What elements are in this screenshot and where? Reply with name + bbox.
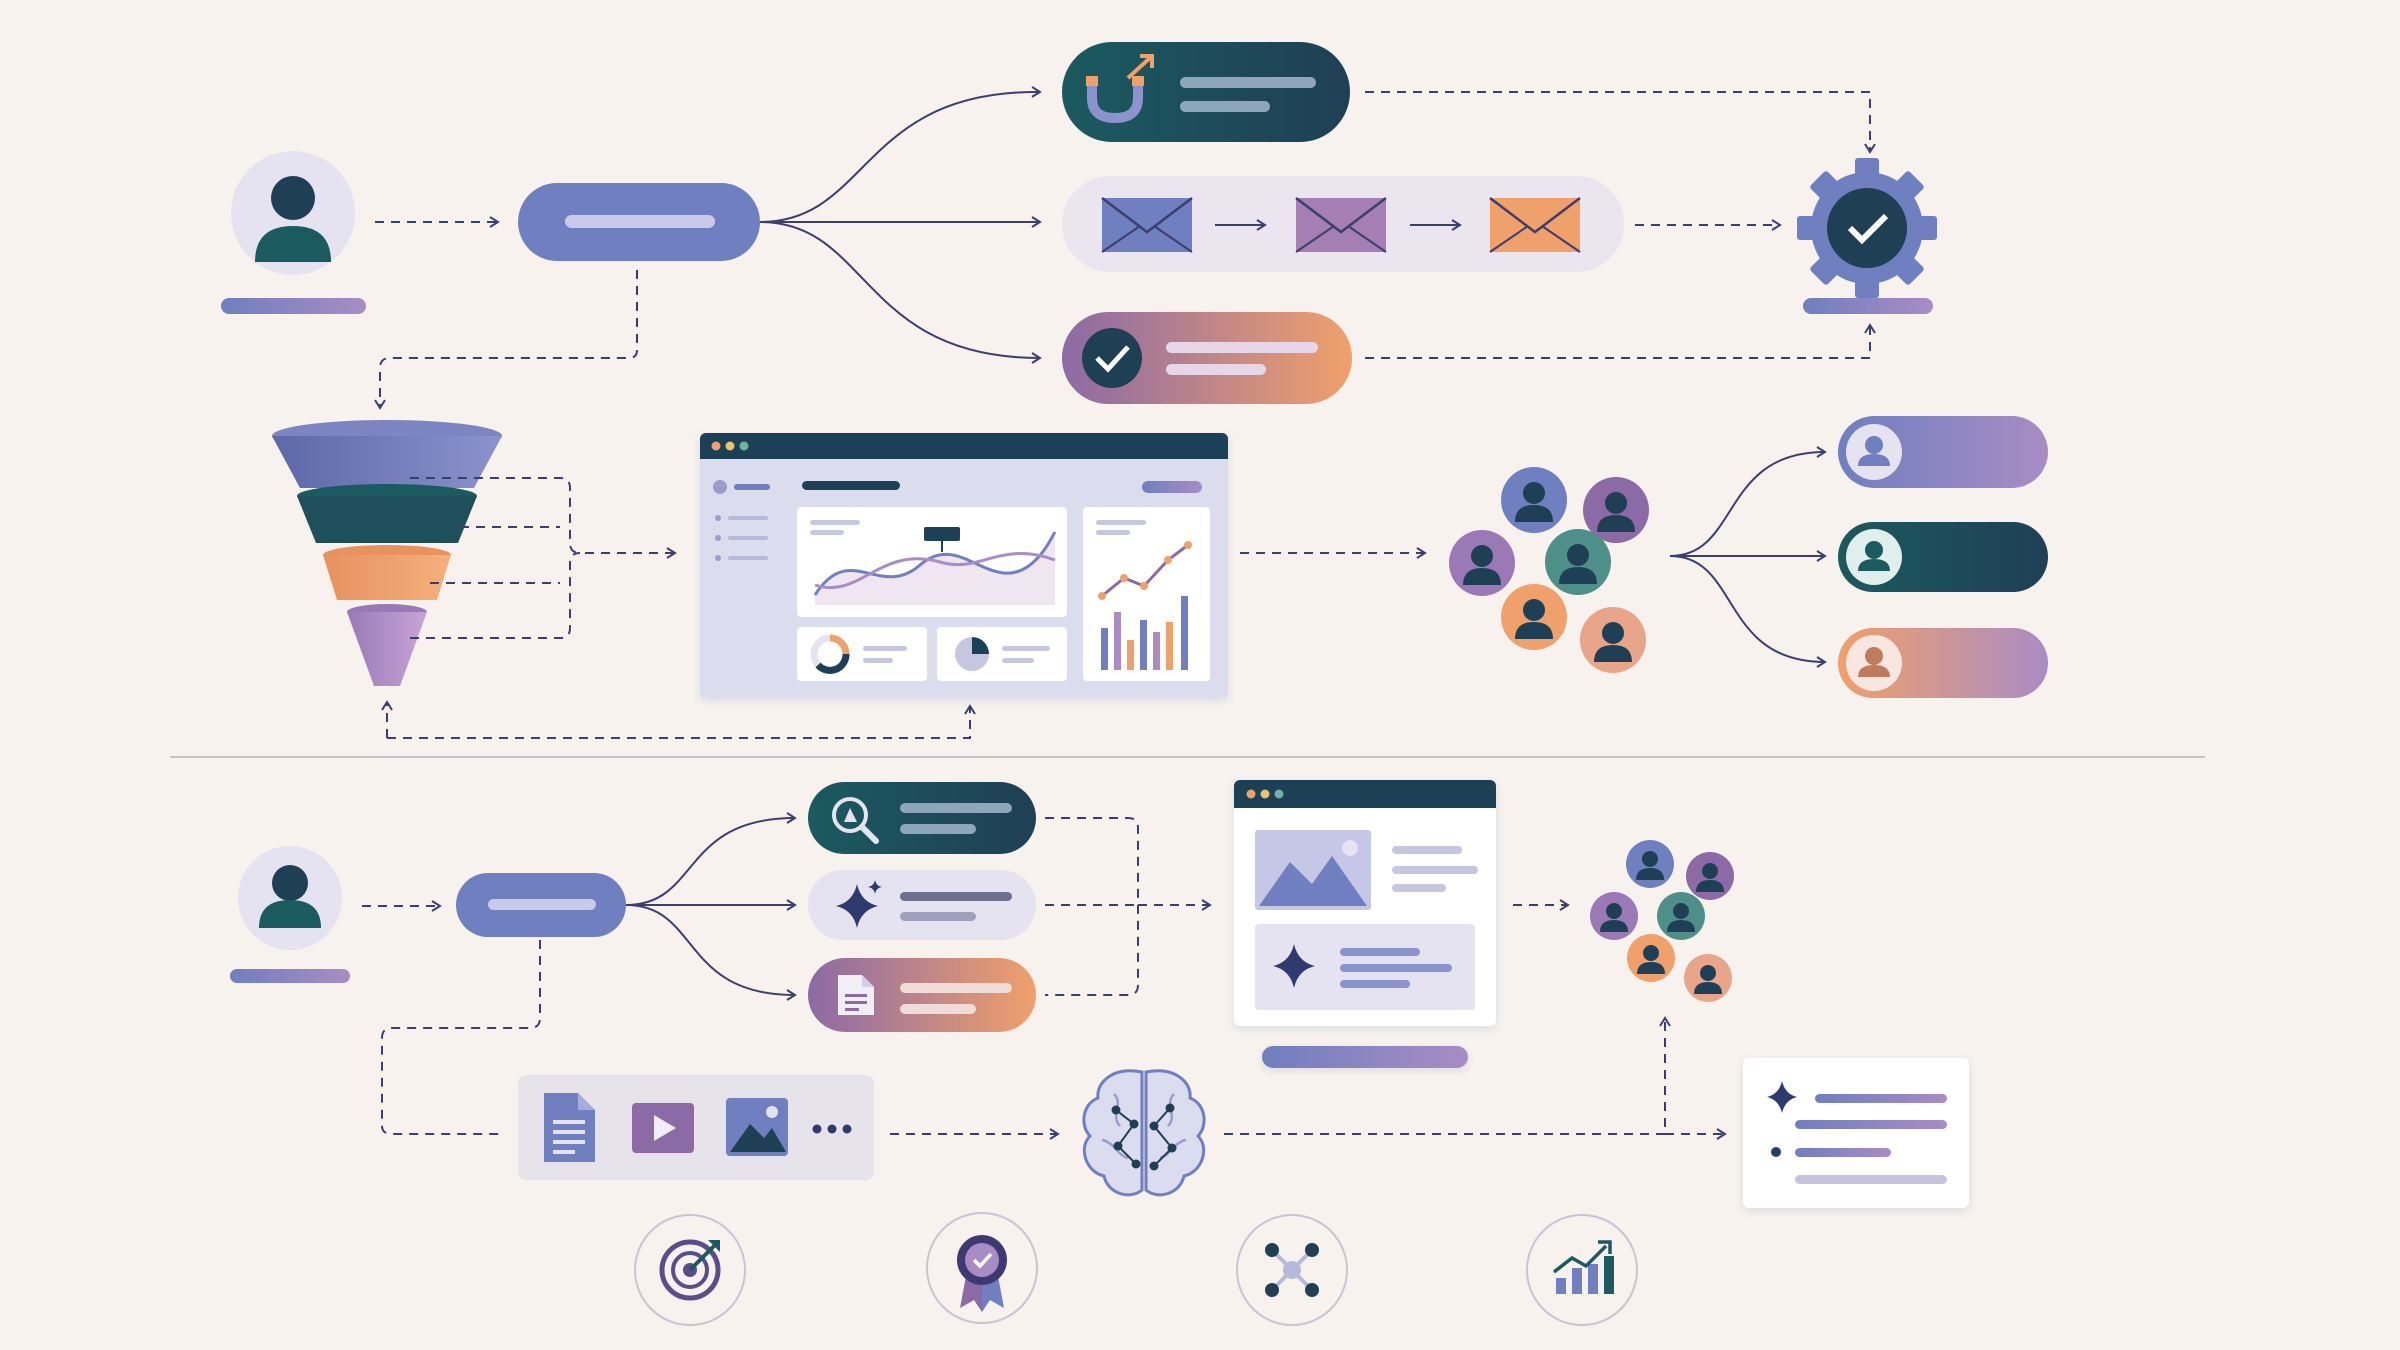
funnel-icon	[272, 420, 502, 686]
insight-list-card[interactable]	[1743, 1058, 1969, 1208]
channel-confirmed[interactable]	[1062, 312, 1352, 404]
action-document[interactable]	[808, 958, 1036, 1032]
goal-label-bar	[1803, 298, 1933, 314]
action-sparkle[interactable]	[808, 870, 1036, 940]
top-user	[221, 151, 366, 314]
goal-gear	[1797, 158, 1937, 314]
envelope-icon	[1295, 197, 1387, 253]
user-icon	[1846, 424, 1902, 480]
pie-card	[937, 627, 1067, 681]
entry-pill[interactable]	[518, 183, 760, 261]
action-search[interactable]	[808, 782, 1036, 854]
user-label-bar	[221, 298, 366, 314]
bottom-user	[230, 846, 350, 983]
more-icon	[812, 1124, 852, 1134]
bottom-entry-pill[interactable]	[456, 873, 626, 937]
magnet-icon	[1086, 54, 1154, 124]
sparkle-icon	[1273, 944, 1315, 988]
content-preview-card[interactable]	[1234, 780, 1496, 1068]
image-icon	[726, 1098, 788, 1156]
connector	[1224, 1016, 1671, 1135]
connector	[387, 704, 976, 739]
connector	[1669, 446, 1827, 557]
growth-chart-icon	[1526, 1214, 1638, 1326]
connector	[1045, 817, 1139, 996]
target-icon	[634, 1214, 746, 1326]
sparkle-icon	[836, 884, 878, 928]
document-icon	[838, 975, 874, 1015]
segment-orange[interactable]	[1838, 628, 2048, 698]
analytics-dashboard[interactable]	[700, 433, 1228, 698]
people-cluster-icon	[1590, 840, 1734, 1002]
channel-magnet[interactable]	[1062, 42, 1350, 142]
gear-check-icon	[1797, 158, 1937, 298]
brain-icon	[1082, 1069, 1206, 1197]
user-label-bar	[230, 969, 350, 983]
check-circle-icon	[1082, 328, 1142, 388]
funnel-bracket	[410, 477, 581, 639]
card-label-bar	[1262, 1046, 1468, 1068]
connector	[625, 904, 797, 1001]
user-icon	[1846, 529, 1902, 585]
people-cluster-icon	[1449, 467, 1649, 673]
channel-email-sequence[interactable]	[1062, 176, 1624, 272]
search-icon	[832, 797, 879, 844]
connector	[374, 270, 638, 410]
segment-navy[interactable]	[1838, 522, 2048, 592]
user-icon	[1846, 635, 1902, 691]
connector	[1365, 91, 1876, 154]
network-icon	[1236, 1214, 1348, 1326]
document-icon	[544, 1093, 595, 1162]
line-chart-card	[797, 507, 1067, 617]
dashboard-sidebar	[713, 480, 770, 561]
connector	[1365, 323, 1876, 359]
sparkle-icon	[1767, 1081, 1797, 1113]
envelope-icon	[1489, 197, 1581, 253]
image-icon	[1255, 830, 1371, 910]
donut-card	[797, 627, 927, 681]
play-icon	[632, 1103, 694, 1153]
connector	[381, 940, 541, 1135]
connector	[1669, 555, 1827, 668]
award-badge-icon	[926, 1212, 1038, 1324]
connector	[759, 221, 1042, 364]
connector	[625, 812, 797, 906]
segment-lavender[interactable]	[1838, 416, 2048, 488]
envelope-icon	[1101, 197, 1193, 253]
media-library[interactable]	[518, 1075, 874, 1180]
bar-chart-card	[1083, 507, 1210, 681]
connector	[759, 86, 1042, 223]
